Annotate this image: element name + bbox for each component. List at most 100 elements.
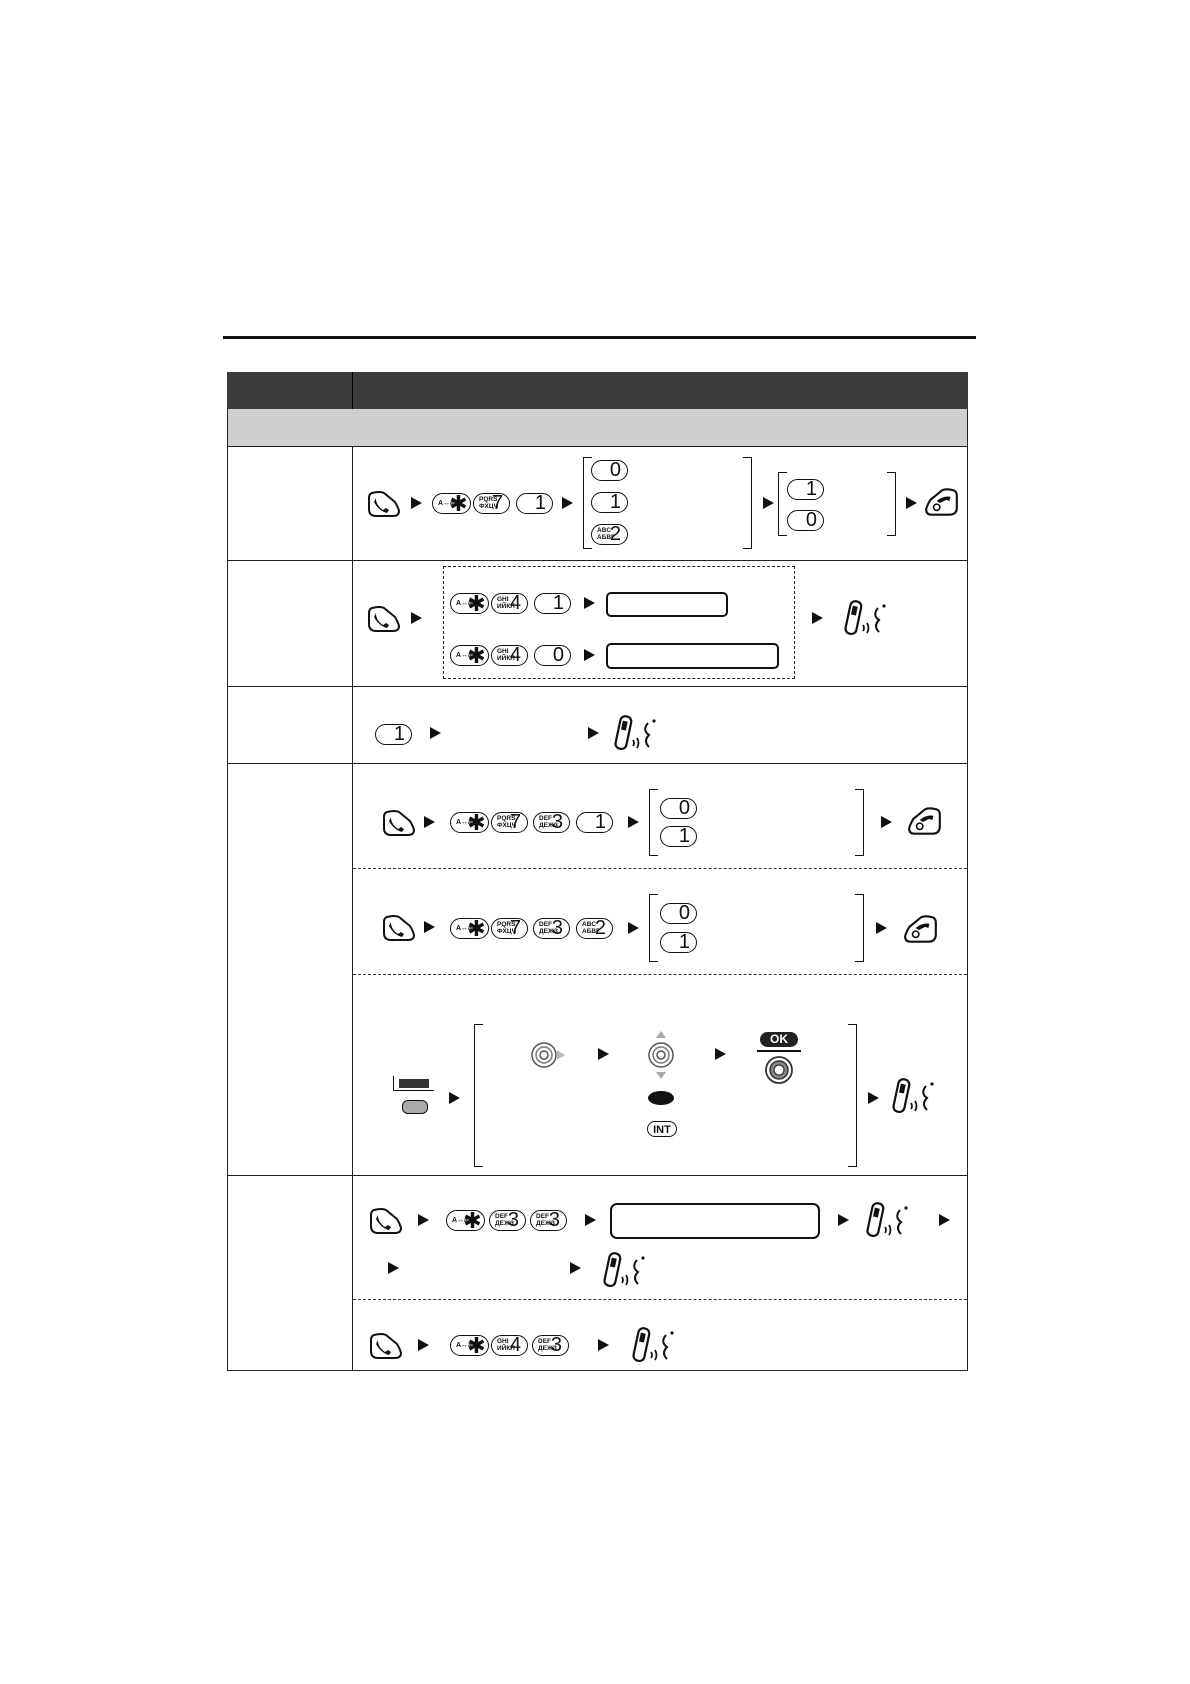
talk-icon[interactable]	[367, 489, 401, 519]
arrow-icon	[598, 1048, 609, 1060]
arrow-icon	[628, 922, 639, 934]
key-1[interactable]: 1	[576, 812, 613, 833]
arrow-icon	[715, 1048, 726, 1060]
bracket-right	[887, 472, 896, 536]
key-1[interactable]: 1	[787, 479, 824, 500]
star-key[interactable]: A↔a✱	[450, 918, 489, 940]
bracket-right	[743, 457, 752, 549]
bracket-right	[855, 789, 864, 856]
star-key[interactable]: A↔a✱	[450, 812, 489, 834]
arrow-icon	[763, 497, 774, 509]
key-1[interactable]: 1	[375, 724, 412, 745]
arrow-icon	[939, 1214, 950, 1226]
key-0[interactable]: 0	[591, 460, 628, 481]
navigator-right-icon[interactable]	[530, 1040, 570, 1070]
talk-icon[interactable]	[367, 604, 401, 634]
off-hook-icon[interactable]	[903, 913, 939, 945]
key-1[interactable]: 1	[591, 492, 628, 513]
key-1[interactable]: 1	[516, 493, 553, 514]
handset-confirmation-tone-icon	[601, 1250, 649, 1290]
arrow-icon	[598, 1339, 609, 1351]
table-header	[227, 372, 968, 409]
int-key[interactable]: INT	[647, 1121, 677, 1137]
handset-confirmation-tone-icon	[612, 713, 660, 753]
ok-key[interactable]: OK	[760, 1032, 798, 1047]
arrow-icon	[584, 597, 595, 609]
soft-key-bracket	[393, 1076, 434, 1091]
arrow-icon	[388, 1262, 399, 1274]
table-section-row	[228, 409, 967, 447]
key-0[interactable]: 0	[534, 645, 571, 666]
talk-icon[interactable]	[382, 808, 416, 838]
number-entry-box[interactable]	[610, 1203, 820, 1239]
arrow-icon	[881, 816, 892, 828]
bracket-right	[855, 894, 864, 962]
row-divider	[227, 560, 968, 561]
star-key[interactable]: A↔a✱	[450, 593, 489, 615]
talk-icon[interactable]	[369, 1206, 403, 1236]
soft-key-icon	[399, 1079, 429, 1088]
talk-icon[interactable]	[382, 913, 416, 943]
arrow-icon	[868, 1092, 879, 1104]
bracket-left	[649, 789, 658, 856]
star-key[interactable]: A↔a✱	[450, 1335, 489, 1357]
arrow-icon	[876, 922, 887, 934]
bracket-right	[848, 1024, 857, 1167]
bracket-left	[649, 894, 658, 962]
arrow-icon	[838, 1214, 849, 1226]
arrow-icon	[584, 649, 595, 661]
arrow-icon	[628, 816, 639, 828]
black-oval-key[interactable]	[648, 1091, 674, 1105]
number-entry-box[interactable]	[606, 643, 779, 669]
key-1[interactable]: 1	[534, 593, 571, 614]
row-divider	[227, 686, 968, 687]
arrow-icon	[906, 497, 917, 509]
arrow-icon	[418, 1214, 429, 1226]
row-divider	[227, 1175, 968, 1176]
arrow-icon	[411, 612, 422, 624]
handset-confirmation-tone-icon	[890, 1076, 938, 1116]
bracket-left	[778, 472, 787, 536]
bracket-left	[474, 1024, 483, 1167]
feature-table	[227, 372, 968, 1371]
row-dashed-divider	[353, 974, 967, 975]
star-key[interactable]: A↔a✱	[450, 645, 489, 667]
off-hook-icon[interactable]	[907, 805, 943, 837]
key-1[interactable]: 1	[660, 826, 697, 847]
row-dashed-divider	[353, 1299, 967, 1300]
row-divider	[227, 763, 968, 764]
header-divider	[352, 372, 353, 409]
soft-key-button[interactable]	[402, 1100, 428, 1114]
arrow-icon	[812, 612, 823, 624]
bracket-left	[583, 457, 592, 549]
star-key[interactable]: A↔a✱	[432, 493, 471, 515]
row-dashed-divider	[353, 868, 967, 869]
off-hook-icon[interactable]	[924, 486, 960, 518]
arrow-icon	[585, 1214, 596, 1226]
navigator-center-icon[interactable]	[764, 1055, 794, 1085]
navigator-updown-icon[interactable]	[646, 1030, 676, 1080]
star-key[interactable]: A↔a✱	[446, 1210, 485, 1232]
key-1[interactable]: 1	[660, 932, 697, 953]
arrow-icon	[424, 816, 435, 828]
key-0[interactable]: 0	[660, 798, 697, 819]
key-0[interactable]: 0	[787, 510, 824, 531]
arrow-icon	[570, 1262, 581, 1274]
key-0[interactable]: 0	[660, 903, 697, 924]
number-entry-box[interactable]	[606, 592, 728, 617]
header-rule	[223, 336, 976, 339]
talk-icon[interactable]	[369, 1331, 403, 1361]
